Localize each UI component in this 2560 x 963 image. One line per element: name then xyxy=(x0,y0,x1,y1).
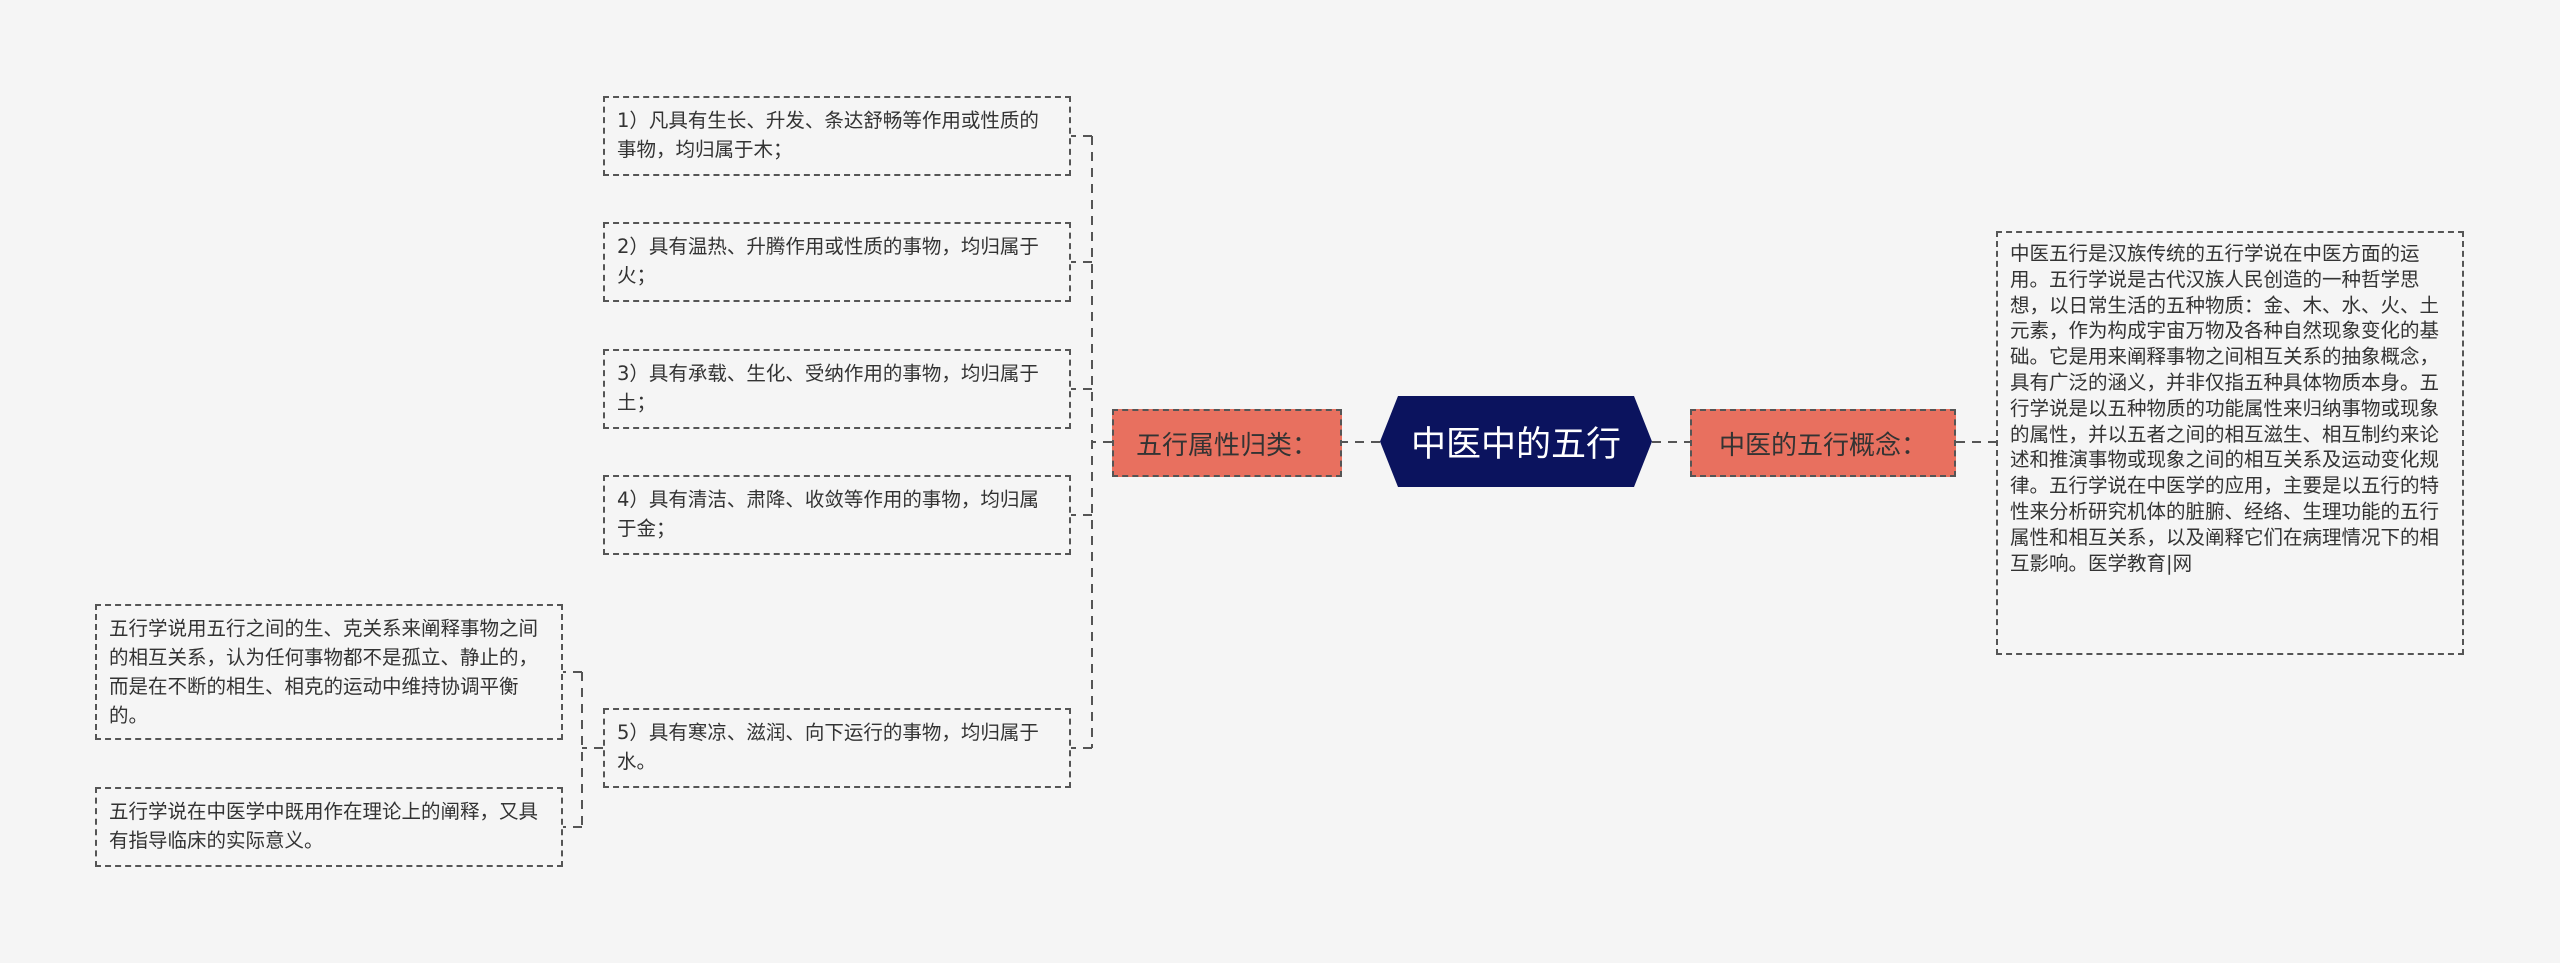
attribute-leaf-text: 5）具有寒凉、滋润、向下运行的事物，均归属于水。 xyxy=(617,721,1039,773)
center-node[interactable]: 中医中的五行 xyxy=(1380,396,1652,487)
attribute-leaf-water[interactable]: 5）具有寒凉、滋润、向下运行的事物，均归属于水。 xyxy=(603,708,1071,788)
left-branch-title: 五行属性归类： xyxy=(1135,430,1318,461)
right-branch-title: 中医的五行概念： xyxy=(1718,430,1927,461)
attribute-leaf-wood[interactable]: 1）凡具有生长、升发、条达舒畅等作用或性质的事物，均归属于木； xyxy=(603,96,1071,176)
theory-leaf-text: 五行学说用五行之间的生、克关系来阐释事物之间的相互关系，认为任何事物都不是孤立、… xyxy=(109,617,539,727)
attribute-leaf-text: 3）具有承载、生化、受纳作用的事物，均归属于土； xyxy=(617,362,1039,414)
attribute-leaf-fire[interactable]: 2）具有温热、升腾作用或性质的事物，均归属于火； xyxy=(603,222,1071,302)
attribute-leaf-earth[interactable]: 3）具有承载、生化、受纳作用的事物，均归属于土； xyxy=(603,349,1071,429)
attribute-leaf-text: 4）具有清洁、肃降、收敛等作用的事物，均归属于金； xyxy=(617,488,1039,540)
theory-leaf-clinical[interactable]: 五行学说在中医学中既用作在理论上的阐释，又具有指导临床的实际意义。 xyxy=(95,787,563,867)
concept-description-text: 中医五行是汉族传统的五行学说在中医方面的运用。五行学说是古代汉族人民创造的一种哲… xyxy=(2010,242,2440,575)
left-branch-node[interactable]: 五行属性归类： xyxy=(1112,409,1342,477)
concept-description-node[interactable]: 中医五行是汉族传统的五行学说在中医方面的运用。五行学说是古代汉族人民创造的一种哲… xyxy=(1996,231,2464,655)
theory-leaf-text: 五行学说在中医学中既用作在理论上的阐释，又具有指导临床的实际意义。 xyxy=(109,800,539,852)
right-branch-node[interactable]: 中医的五行概念： xyxy=(1690,409,1956,477)
center-title: 中医中的五行 xyxy=(1410,425,1621,465)
attribute-leaf-text: 2）具有温热、升腾作用或性质的事物，均归属于火； xyxy=(617,235,1039,287)
theory-leaf-relationships[interactable]: 五行学说用五行之间的生、克关系来阐释事物之间的相互关系，认为任何事物都不是孤立、… xyxy=(95,604,563,740)
attribute-leaf-metal[interactable]: 4）具有清洁、肃降、收敛等作用的事物，均归属于金； xyxy=(603,475,1071,555)
center-node-shape xyxy=(1380,396,1652,487)
attribute-leaf-text: 1）凡具有生长、升发、条达舒畅等作用或性质的事物，均归属于木； xyxy=(617,109,1039,161)
